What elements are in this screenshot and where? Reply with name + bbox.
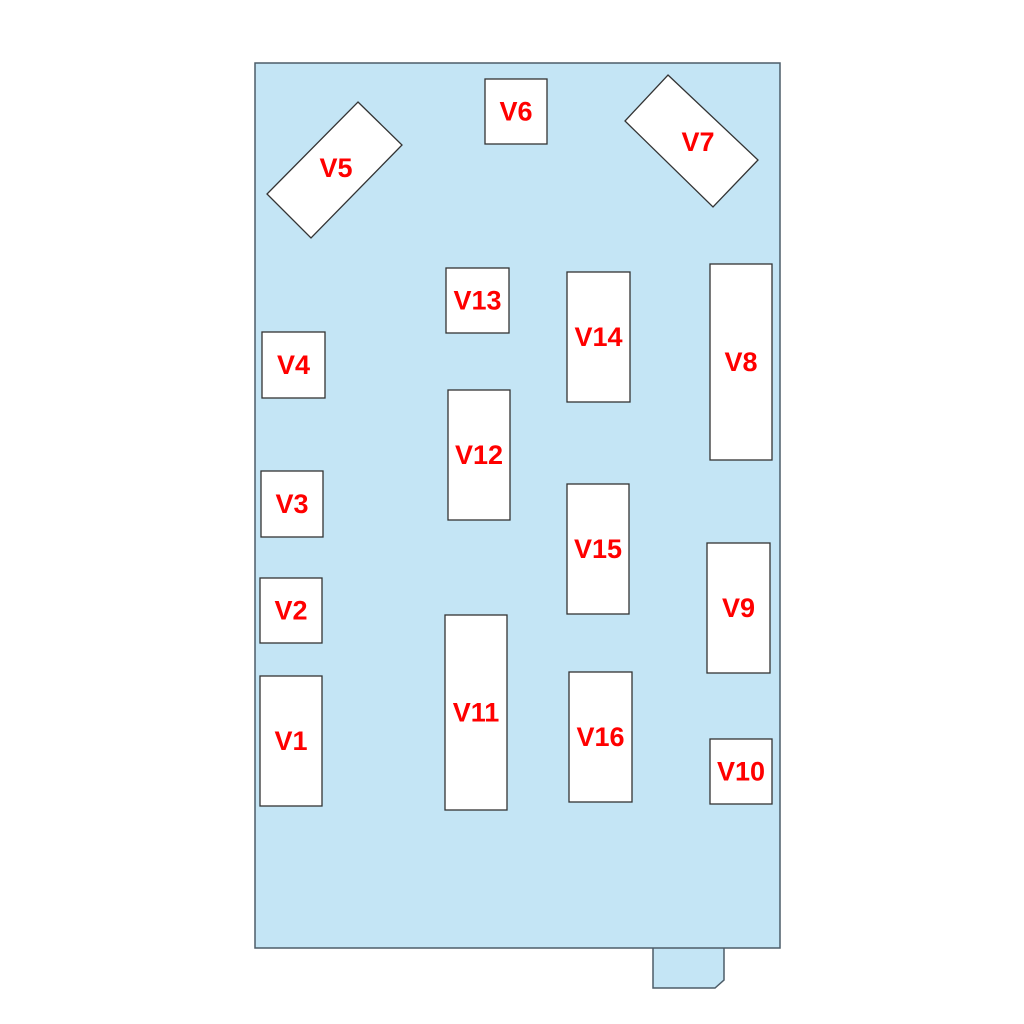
unit-shape[interactable] <box>709 738 773 805</box>
unit-v2[interactable]: V2 <box>259 577 323 644</box>
unit-shape[interactable] <box>261 331 326 399</box>
unit-label: V3 <box>275 489 308 519</box>
unit-v3[interactable]: V3 <box>260 470 324 538</box>
unit-label: V12 <box>455 440 503 470</box>
unit-v5[interactable]: V5 <box>266 101 403 239</box>
unit-label: V15 <box>574 534 622 564</box>
unit-v6[interactable]: V6 <box>484 78 548 145</box>
unit-shape[interactable] <box>259 675 323 807</box>
unit-shape[interactable] <box>266 101 403 239</box>
unit-shape[interactable] <box>259 577 323 644</box>
unit-shape[interactable] <box>444 614 508 811</box>
unit-v4[interactable]: V4 <box>261 331 326 399</box>
unit-v14[interactable]: V14 <box>566 271 631 403</box>
unit-v9[interactable]: V9 <box>706 542 771 674</box>
unit-shape[interactable] <box>568 671 633 803</box>
unit-v11[interactable]: V11 <box>444 614 508 811</box>
unit-v1[interactable]: V1 <box>259 675 323 807</box>
unit-label: V16 <box>576 722 624 752</box>
unit-shape[interactable] <box>566 483 630 615</box>
unit-shape[interactable] <box>624 74 759 208</box>
unit-v12[interactable]: V12 <box>447 389 511 521</box>
unit-v8[interactable]: V8 <box>709 263 773 461</box>
unit-label: V5 <box>319 153 352 183</box>
entrance-tab <box>652 945 725 989</box>
unit-label: V11 <box>453 698 500 728</box>
unit-shape[interactable] <box>260 470 324 538</box>
unit-label: V4 <box>277 350 310 380</box>
unit-v13[interactable]: V13 <box>445 267 510 334</box>
unit-shape[interactable] <box>709 263 773 461</box>
unit-label: V6 <box>499 97 532 127</box>
unit-v16[interactable]: V16 <box>568 671 633 803</box>
unit-v15[interactable]: V15 <box>566 483 630 615</box>
unit-v7[interactable]: V7 <box>624 74 759 208</box>
unit-label: V1 <box>274 726 307 756</box>
unit-label: V10 <box>717 757 765 787</box>
unit-shape[interactable] <box>484 78 548 145</box>
room-outline <box>254 62 781 949</box>
unit-shape[interactable] <box>566 271 631 403</box>
unit-label: V2 <box>274 596 307 626</box>
unit-label: V14 <box>574 322 622 352</box>
unit-label: V9 <box>722 593 755 623</box>
unit-v10[interactable]: V10 <box>709 738 773 805</box>
unit-label: V13 <box>453 286 501 316</box>
unit-shape[interactable] <box>447 389 511 521</box>
unit-label: V7 <box>681 127 714 157</box>
unit-shape[interactable] <box>445 267 510 334</box>
unit-shape[interactable] <box>706 542 771 674</box>
unit-label: V8 <box>724 347 757 377</box>
